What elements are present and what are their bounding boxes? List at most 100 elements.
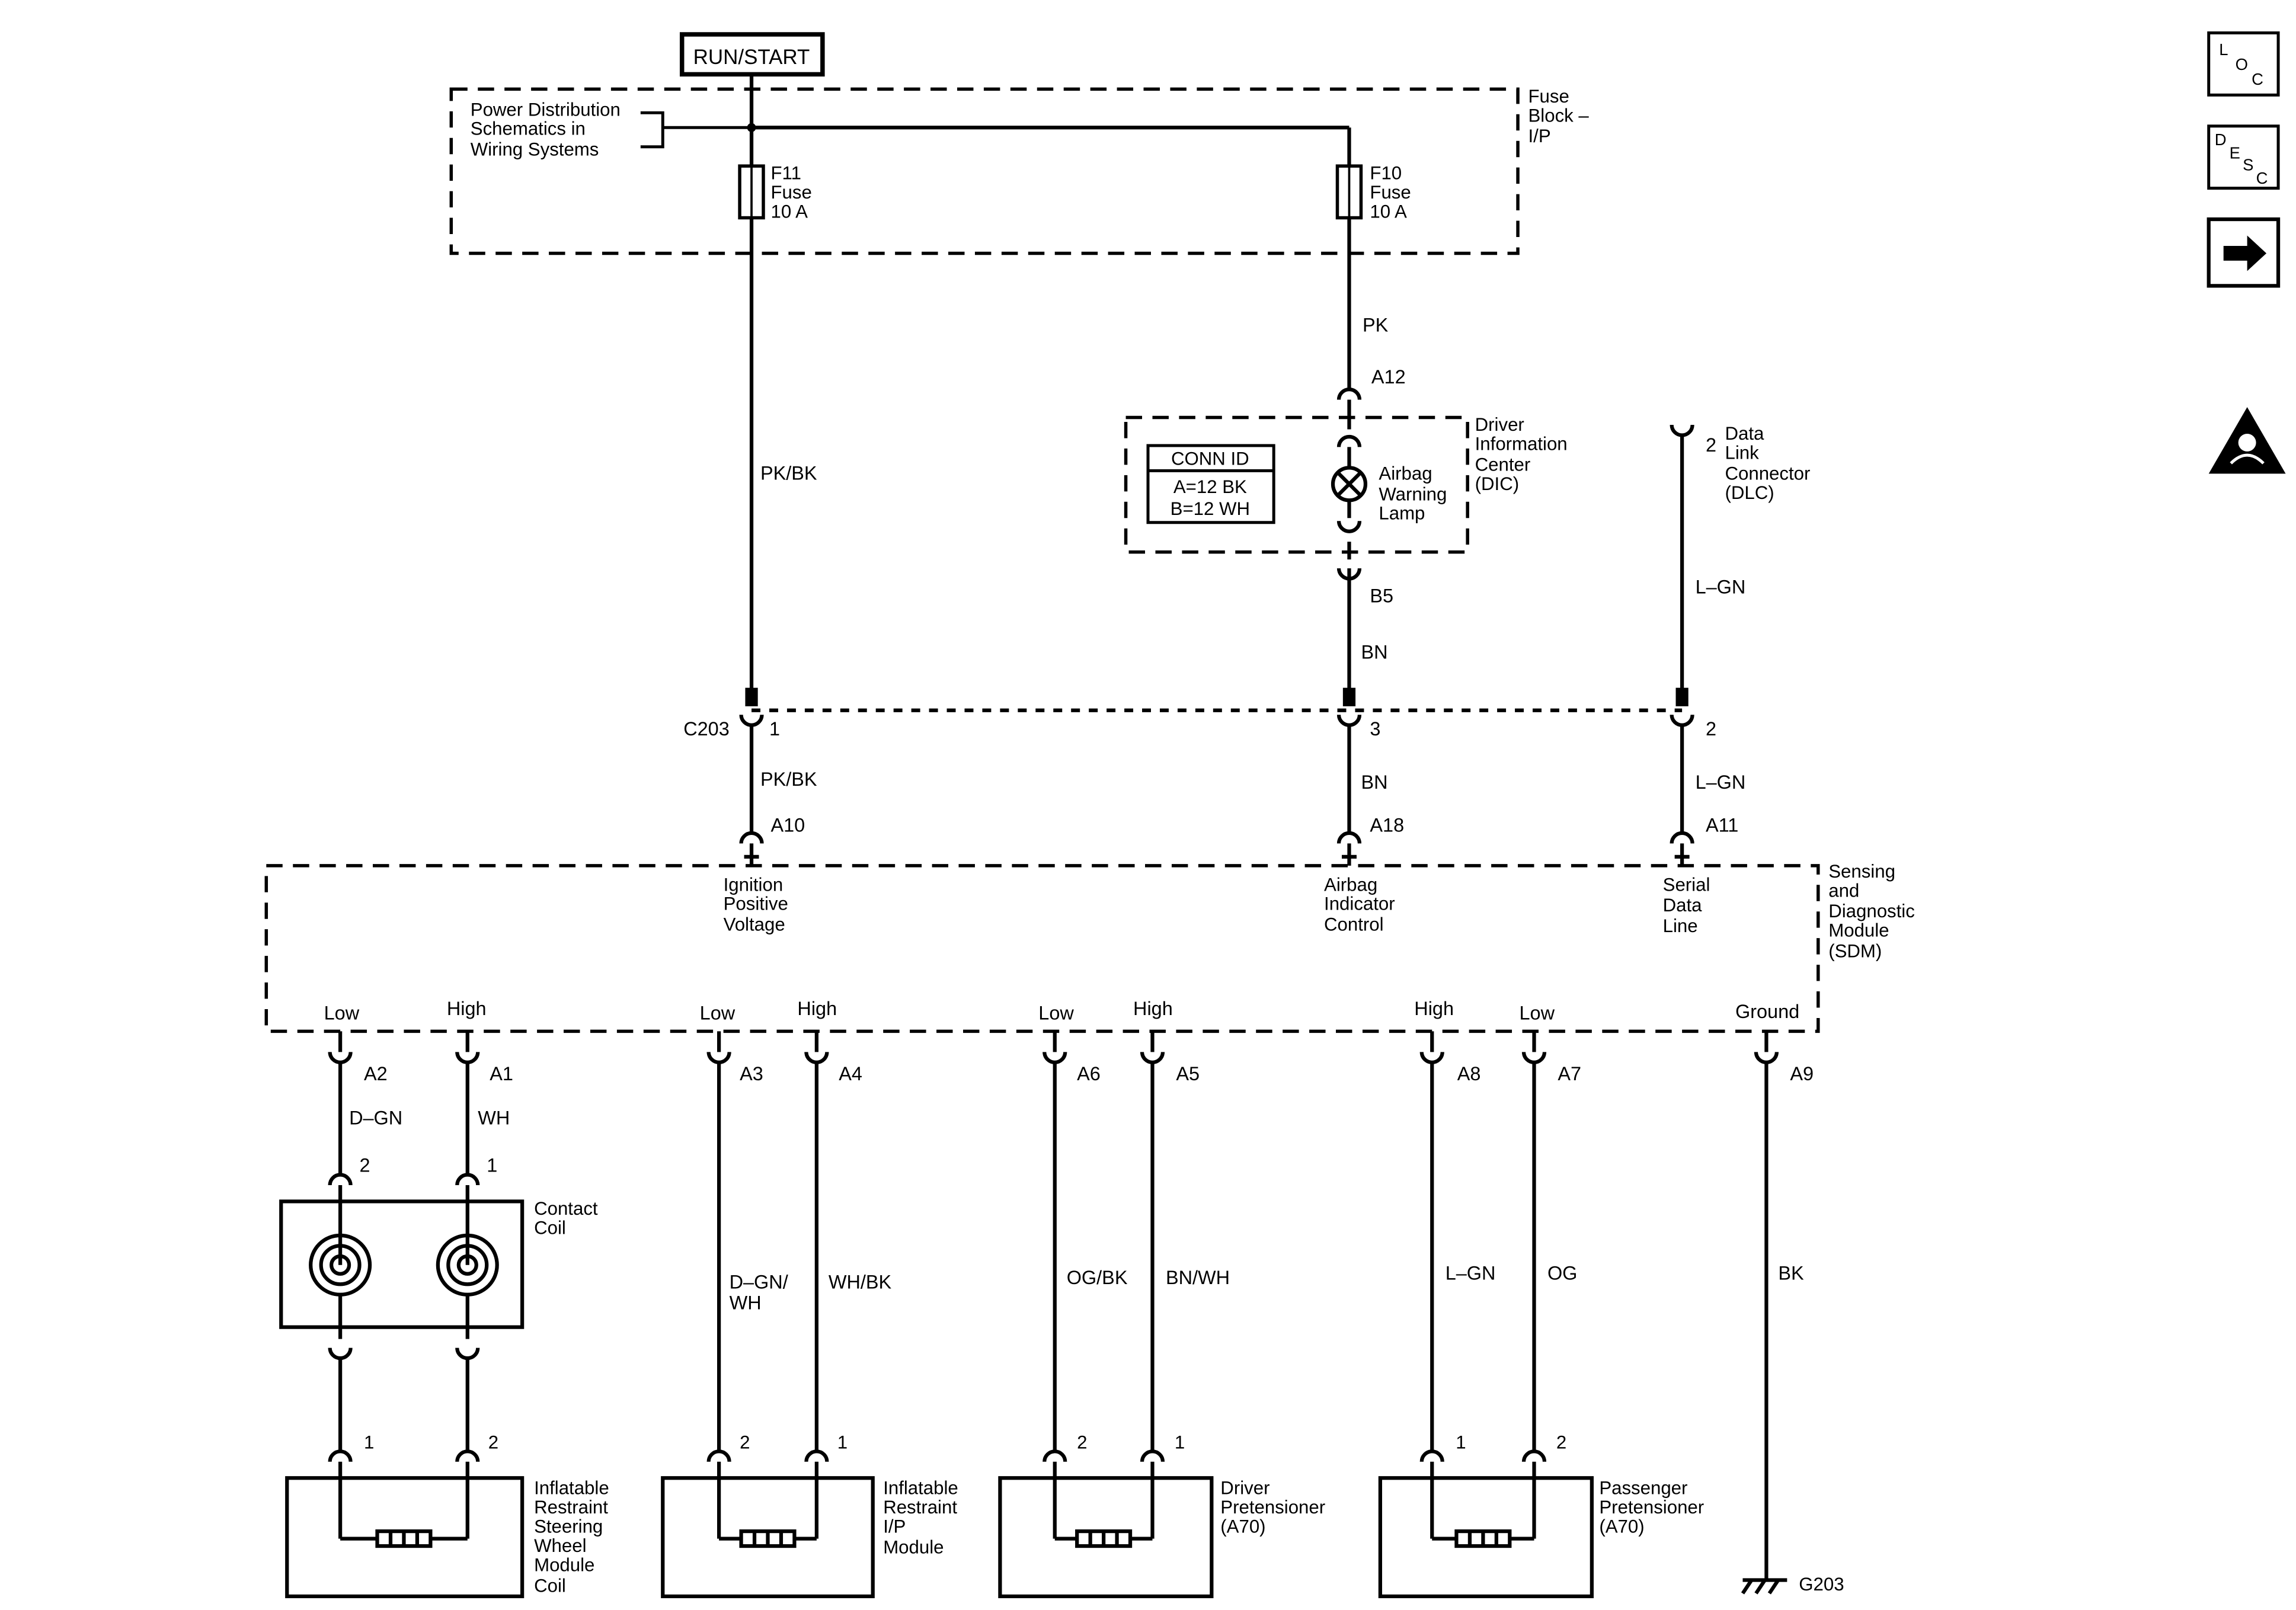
svg-text:Low: Low (1038, 1002, 1074, 1023)
svg-text:WH: WH (478, 1108, 510, 1129)
svg-text:Restraint: Restraint (534, 1497, 608, 1518)
arrow-right-icon (2223, 235, 2267, 271)
svg-text:1: 1 (364, 1432, 374, 1452)
svg-text:A1: A1 (490, 1063, 513, 1084)
steering-module-label: 1 2 Inflatable Restraint Steering Wheel … (364, 1432, 609, 1596)
connector-b5 (1336, 542, 1362, 706)
svg-text:Fuse: Fuse (1370, 182, 1411, 203)
contact-coil-pin-2: 2 (360, 1155, 370, 1176)
svg-text:Low: Low (1520, 1002, 1555, 1023)
wire-label-pk-bk-lower: PK/BK (760, 769, 817, 790)
wire-label-pk: PK (1363, 315, 1389, 336)
svg-text:10 A: 10 A (1370, 201, 1407, 222)
svg-text:Wheel: Wheel (534, 1535, 586, 1556)
svg-text:1: 1 (837, 1432, 848, 1452)
svg-text:A2: A2 (364, 1063, 388, 1084)
svg-text:Information: Information (1475, 433, 1568, 454)
svg-text:I/P: I/P (1528, 126, 1551, 146)
c203-connector (739, 714, 1694, 727)
svg-text:F10: F10 (1370, 163, 1402, 184)
loc-button[interactable]: L O C (2207, 31, 2280, 97)
wires-c203-to-sdm (739, 725, 1694, 866)
driver-pretensioner-label: 2 1 Driver Pretensioner (A70) (1077, 1432, 1325, 1537)
power-bus (749, 74, 1351, 167)
svg-text:Ignition: Ignition (724, 874, 784, 895)
pin-a12: A12 (1371, 366, 1406, 388)
contact-coil (279, 1173, 525, 1450)
svg-text:Line: Line (1663, 916, 1698, 936)
sdm-output-pins: A2 A1 A3 A4 A6 A5 A8 A7 A9 (364, 1063, 1814, 1084)
svg-text:High: High (1414, 998, 1454, 1019)
wire-label-lgn-lower: L–GN (1696, 772, 1746, 793)
svg-text:Passenger: Passenger (1599, 1478, 1687, 1499)
wire-f11-to-c203 (745, 217, 758, 706)
power-distribution-reference: Power Distribution Schematics in Wiring … (471, 99, 752, 160)
svg-text:Driver: Driver (1220, 1478, 1269, 1499)
svg-text:(DIC): (DIC) (1475, 473, 1519, 494)
passenger-pretensioner-label: 1 2 Passenger Pretensioner (A70) (1456, 1432, 1704, 1537)
svg-text:C: C (2256, 169, 2268, 187)
svg-text:Restraint: Restraint (883, 1497, 957, 1518)
svg-text:Inflatable: Inflatable (534, 1478, 609, 1499)
run-start-label: RUN/START (693, 46, 810, 69)
fuse-block-label: Fuse Block – I/P (1528, 86, 1590, 146)
splice-point (747, 123, 756, 132)
svg-text:Data: Data (1663, 895, 1703, 916)
svg-text:D: D (2215, 130, 2227, 149)
pin-a18: A18 (1370, 814, 1404, 836)
svg-text:Diagnostic: Diagnostic (1828, 901, 1915, 921)
svg-text:Module: Module (883, 1537, 944, 1558)
sdm-label: Sensing and Diagnostic Module (SDM) (1828, 861, 1915, 962)
svg-text:A7: A7 (1558, 1063, 1581, 1084)
svg-text:Warning: Warning (1379, 484, 1447, 504)
svg-text:Indicator: Indicator (1324, 894, 1395, 914)
svg-text:1: 1 (1175, 1432, 1185, 1452)
svg-text:Low: Low (324, 1002, 360, 1023)
svg-text:Module: Module (534, 1554, 594, 1575)
wire-label-lgn-upper: L–GN (1696, 577, 1746, 598)
svg-text:Module: Module (1828, 920, 1889, 941)
ip-module (661, 1449, 875, 1599)
svg-text:B=12 WH: B=12 WH (1171, 498, 1250, 519)
svg-text:C: C (2252, 70, 2263, 88)
c203-pin-2: 2 (1706, 718, 1716, 740)
svg-text:Control: Control (1324, 914, 1384, 935)
svg-text:Fuse: Fuse (770, 182, 811, 203)
svg-text:Coil: Coil (534, 1575, 566, 1596)
svg-text:I/P: I/P (883, 1516, 906, 1537)
svg-text:Contact: Contact (534, 1198, 598, 1219)
wire-label-bn-upper: BN (1361, 641, 1387, 662)
run-start-box: RUN/START (679, 32, 825, 77)
bottom-wire-labels: D–GN WH D–GN/ WH WH/BK OG/BK BN/WH L–GN … (349, 1108, 1804, 1314)
svg-text:High: High (447, 998, 487, 1019)
airbag-warning-lamp (1331, 434, 1368, 533)
svg-text:A3: A3 (740, 1063, 763, 1084)
contact-coil-label: Contact Coil (534, 1198, 598, 1238)
svg-text:BK: BK (1778, 1263, 1804, 1284)
conn-id-table: CONN ID A=12 BK B=12 WH (1146, 444, 1275, 524)
contact-coil-pin-1: 1 (487, 1155, 497, 1176)
svg-text:Driver: Driver (1475, 414, 1524, 435)
svg-text:(SDM): (SDM) (1828, 941, 1882, 962)
sdm-output-connectors (328, 1031, 1779, 1064)
fuse-block-boundary (449, 87, 1520, 255)
svg-text:Low: Low (700, 1002, 736, 1023)
svg-text:A6: A6 (1077, 1063, 1101, 1084)
airbag-lamp-label: Airbag Warning Lamp (1379, 463, 1447, 523)
pin-b5: B5 (1370, 585, 1393, 607)
svg-text:High: High (1133, 998, 1173, 1019)
svg-text:1: 1 (1456, 1432, 1466, 1452)
next-button[interactable] (2207, 217, 2281, 288)
svg-text:Coil: Coil (534, 1217, 566, 1238)
svg-text:2: 2 (1077, 1432, 1087, 1452)
svg-text:BN/WH: BN/WH (1166, 1267, 1230, 1288)
dlc-pin: 2 (1706, 434, 1716, 456)
svg-text:Inflatable: Inflatable (883, 1478, 958, 1499)
desc-button[interactable]: D E S C (2207, 124, 2280, 190)
svg-text:(A70): (A70) (1599, 1516, 1644, 1537)
svg-text:10 A: 10 A (770, 201, 808, 222)
svg-text:S: S (2243, 156, 2253, 174)
svg-text:(DLC): (DLC) (1725, 482, 1774, 503)
svg-text:Airbag: Airbag (1324, 874, 1377, 895)
ground-symbol (1741, 1578, 1787, 1595)
